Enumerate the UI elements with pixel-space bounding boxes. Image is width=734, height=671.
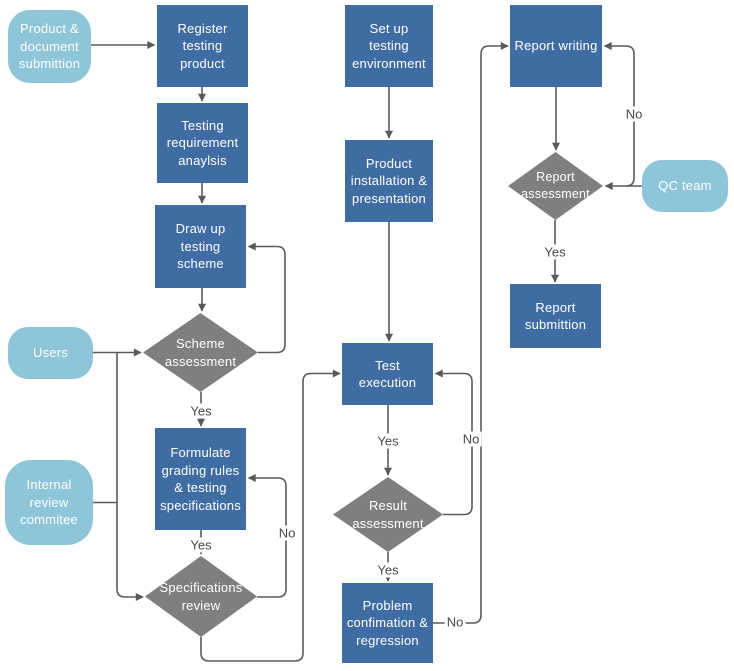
connector-problem-no-to-report-writing <box>433 42 509 624</box>
node-register-testing-product: Register testing product <box>157 5 248 87</box>
edge-label-problem-no: No <box>444 614 466 630</box>
connector-users-branch-to-specifications-review <box>116 352 144 601</box>
node-set-up-testing-environment: Set up testing environment <box>345 5 433 87</box>
edge-label-specifications-review-no: No <box>276 525 298 541</box>
node-internal-review-commitee: Internal review commitee <box>5 460 93 545</box>
node-test-execution: Test execution <box>342 343 433 405</box>
node-users: Users <box>8 327 93 379</box>
edge-label-result-assessment-yes: Yes <box>375 562 401 578</box>
edge-label-report-assessment-no: No <box>623 106 645 122</box>
edge-label-result-assessment-no: No <box>460 431 482 447</box>
connector-specifications-review-to-test-execution <box>200 369 341 662</box>
node-draw-up-testing-scheme: Draw up testing scheme <box>155 205 246 288</box>
edge-label-report-assessment-yes: Yes <box>542 244 568 260</box>
node-report-submittion: Report submittion <box>510 284 601 348</box>
node-product-document-submittion: Product & document submittion <box>8 10 91 83</box>
edge-label-test-execution-yes: Yes <box>375 433 401 449</box>
node-formulate-grading-rules: Formulate grading rules & testing specif… <box>155 428 246 530</box>
node-product-installation: Product installation & presentation <box>345 140 433 222</box>
node-problem-confimation: Problem confimation & regression <box>342 583 433 663</box>
edge-label-scheme-assessment-yes: Yes <box>188 403 214 419</box>
connector-scheme-assessment-loop-to-drawup <box>247 242 286 354</box>
node-testing-requirement-anaylsis: Testing requirement anaylsis <box>157 103 248 183</box>
node-qc-team: QC team <box>642 160 728 212</box>
node-report-writing: Report writing <box>510 5 602 87</box>
connector-report-assessment-no-to-report-writing <box>603 42 635 187</box>
edge-label-formulate-yes: Yes <box>188 537 214 553</box>
